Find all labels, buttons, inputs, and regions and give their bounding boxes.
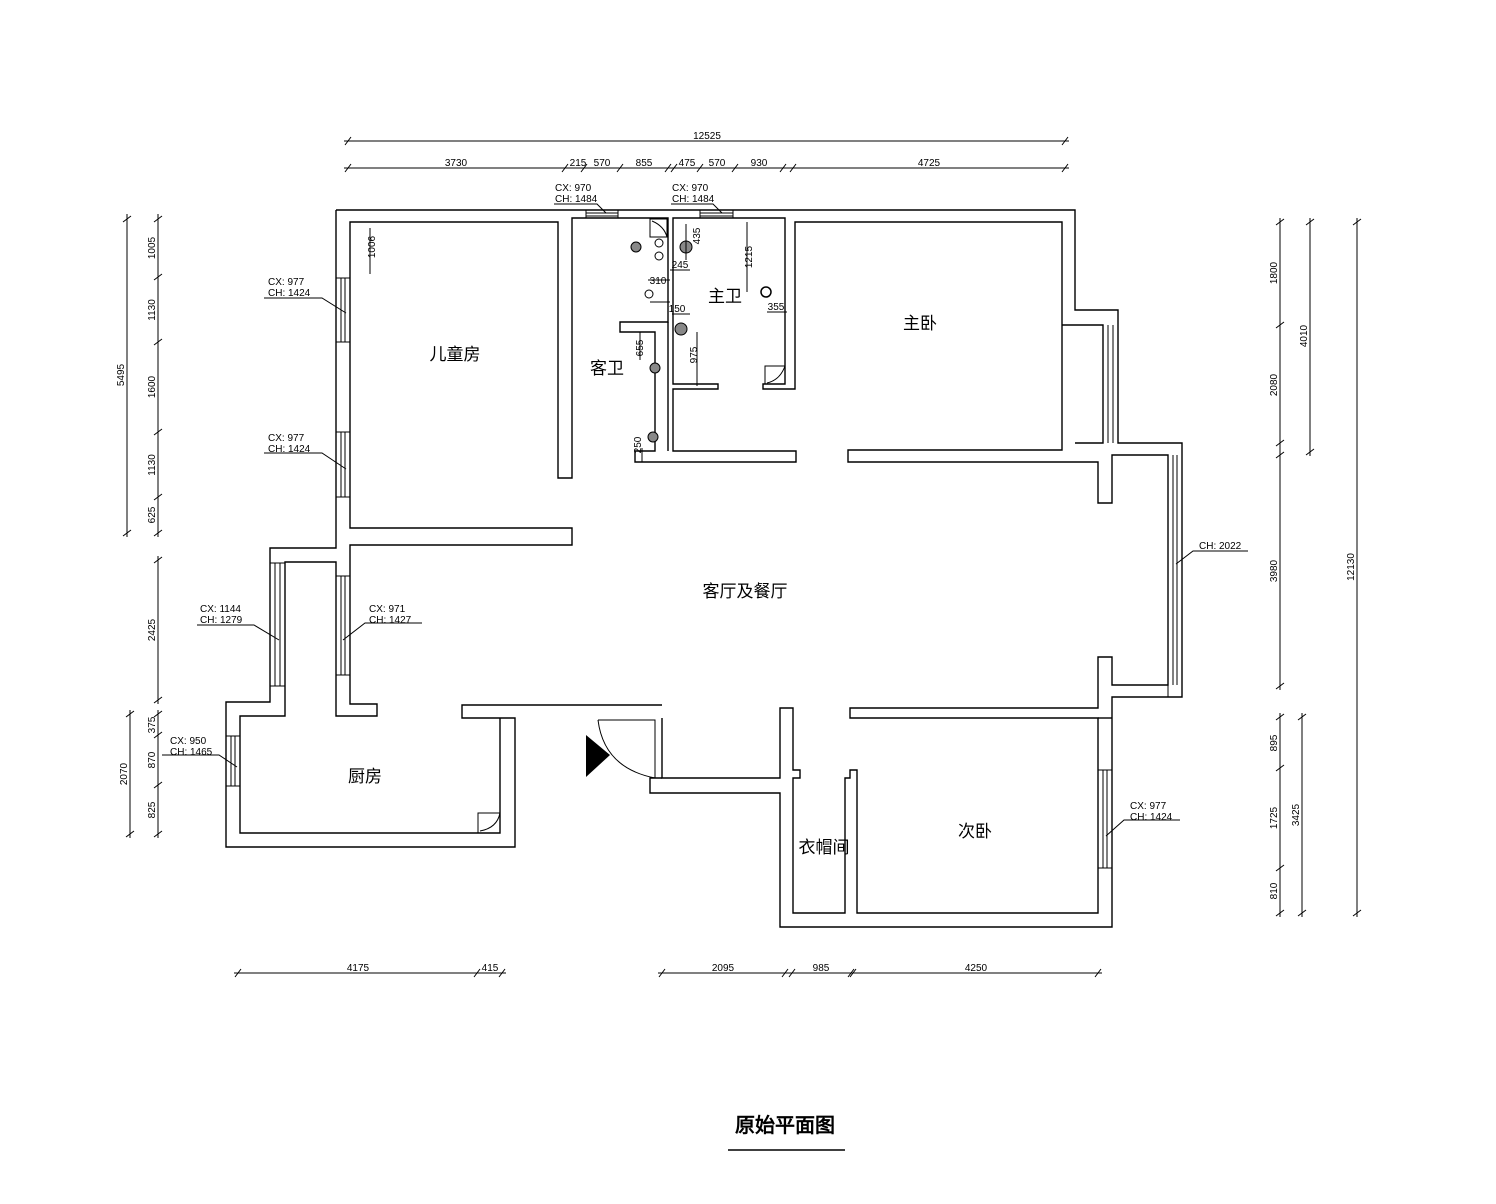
dim-label: 4010 <box>1299 324 1310 347</box>
window-label: CX: 971 <box>369 604 406 615</box>
room-label-master-bath: 主卫 <box>708 287 742 307</box>
dim-label: 3980 <box>1269 559 1280 582</box>
window-label: CH: 1465 <box>170 747 213 758</box>
dim-label: 250 <box>633 436 644 453</box>
dim-label: 1130 <box>147 299 158 321</box>
dim-label: 1130 <box>147 454 158 476</box>
dim-label: 825 <box>147 801 158 818</box>
dimension-labels: 12525 3730 215 570 855 475 570 930 4725 … <box>116 131 1357 974</box>
dim-label: 4725 <box>918 158 941 169</box>
room-label-guest-bath: 客卫 <box>590 359 624 379</box>
window-label: CX: 1144 <box>200 604 241 615</box>
entry-door[interactable] <box>597 719 656 779</box>
dim-label: 1800 <box>1269 261 1280 284</box>
dim-label: 2080 <box>1269 373 1280 396</box>
room-label-cloakroom: 衣帽间 <box>799 838 850 858</box>
window-label: CH: 2022 <box>1199 541 1242 552</box>
dim-label: 570 <box>594 158 611 169</box>
dim-label: 810 <box>1269 882 1280 899</box>
window-label: CX: 977 <box>268 277 305 288</box>
dimension-lines <box>122 136 1362 978</box>
dim-label: 2425 <box>147 618 158 641</box>
window-label: CH: 1424 <box>268 288 311 299</box>
dim-label: 310 <box>650 276 667 287</box>
dim-label: 975 <box>689 346 700 363</box>
pipe-icon <box>644 289 654 299</box>
dim-label: 570 <box>709 158 726 169</box>
dim-label: 870 <box>147 751 158 768</box>
dim-label: 625 <box>147 506 158 523</box>
dim-label: 375 <box>147 716 158 733</box>
dim-label: 475 <box>679 158 696 169</box>
room-labels: 儿童房 客卫 主卫 主卧 客厅及餐厅 厨房 衣帽间 次卧 <box>348 287 992 858</box>
pipe-icon <box>654 238 664 248</box>
dim-label: 1725 <box>1269 806 1280 829</box>
shaft-icon <box>477 812 501 834</box>
window-label: CX: 970 <box>555 183 592 194</box>
room-label-master-bedroom: 主卧 <box>903 314 937 334</box>
drain-icon <box>649 362 661 374</box>
dim-label: 4175 <box>347 963 370 974</box>
dim-label: 655 <box>635 339 646 356</box>
window-label: CH: 1424 <box>1130 812 1173 823</box>
window-label: CX: 977 <box>1130 801 1167 812</box>
dim-label: 415 <box>482 963 499 974</box>
pipe-icon <box>760 286 772 298</box>
dim-label: 12130 <box>1346 553 1357 581</box>
dim-label: 5495 <box>116 363 127 386</box>
dim-label: 2095 <box>712 963 735 974</box>
drain-icon <box>647 431 659 443</box>
dim-label: 1005 <box>147 236 158 259</box>
drawing-title: 原始平面图 <box>735 1113 835 1137</box>
dim-label: 985 <box>813 963 830 974</box>
dim-label: 895 <box>1269 734 1280 751</box>
window-label: CH: 1424 <box>268 444 311 455</box>
window-label: CH: 1484 <box>672 194 715 205</box>
dim-label: 245 <box>672 260 689 271</box>
room-label-kitchen: 厨房 <box>348 767 382 787</box>
window-labels: CX: 970 CH: 1484 CX: 970 CH: 1484 CX: 97… <box>162 183 1248 837</box>
dim-label: 435 <box>692 227 703 244</box>
dim-label: 3425 <box>1291 803 1302 826</box>
fixtures <box>477 218 786 834</box>
drain-icon <box>630 241 642 253</box>
dim-label: 3730 <box>445 158 468 169</box>
window-glazing <box>226 210 1178 869</box>
dim-label: 930 <box>751 158 768 169</box>
dim-label: 1006 <box>367 235 378 258</box>
dim-label: 355 <box>768 302 785 313</box>
window-label: CX: 970 <box>672 183 709 194</box>
dim-label: 12525 <box>693 131 721 142</box>
room-label-kids-room: 儿童房 <box>430 345 481 365</box>
dim-label: 1600 <box>147 375 158 398</box>
dim-label: 1215 <box>744 245 755 268</box>
shaft-icon <box>764 365 786 385</box>
window-label: CH: 1279 <box>200 615 243 626</box>
room-label-living-dining: 客厅及餐厅 <box>703 582 788 602</box>
room-label-second-bedroom: 次卧 <box>958 822 992 842</box>
dim-label: 855 <box>636 158 653 169</box>
pipe-icon <box>654 251 664 261</box>
window-label: CH: 1427 <box>369 615 412 626</box>
dim-label: 150 <box>669 304 686 315</box>
window-label: CX: 950 <box>170 736 207 747</box>
window-label: CH: 1484 <box>555 194 598 205</box>
shaft-icon <box>649 218 668 238</box>
drain-icon <box>674 322 688 336</box>
dim-label: 215 <box>570 158 587 169</box>
entrance-arrow-icon <box>586 735 610 777</box>
walls <box>225 209 1183 928</box>
dim-label: 4250 <box>965 963 988 974</box>
dim-label: 2070 <box>119 762 130 785</box>
window-label: CX: 977 <box>268 433 305 444</box>
